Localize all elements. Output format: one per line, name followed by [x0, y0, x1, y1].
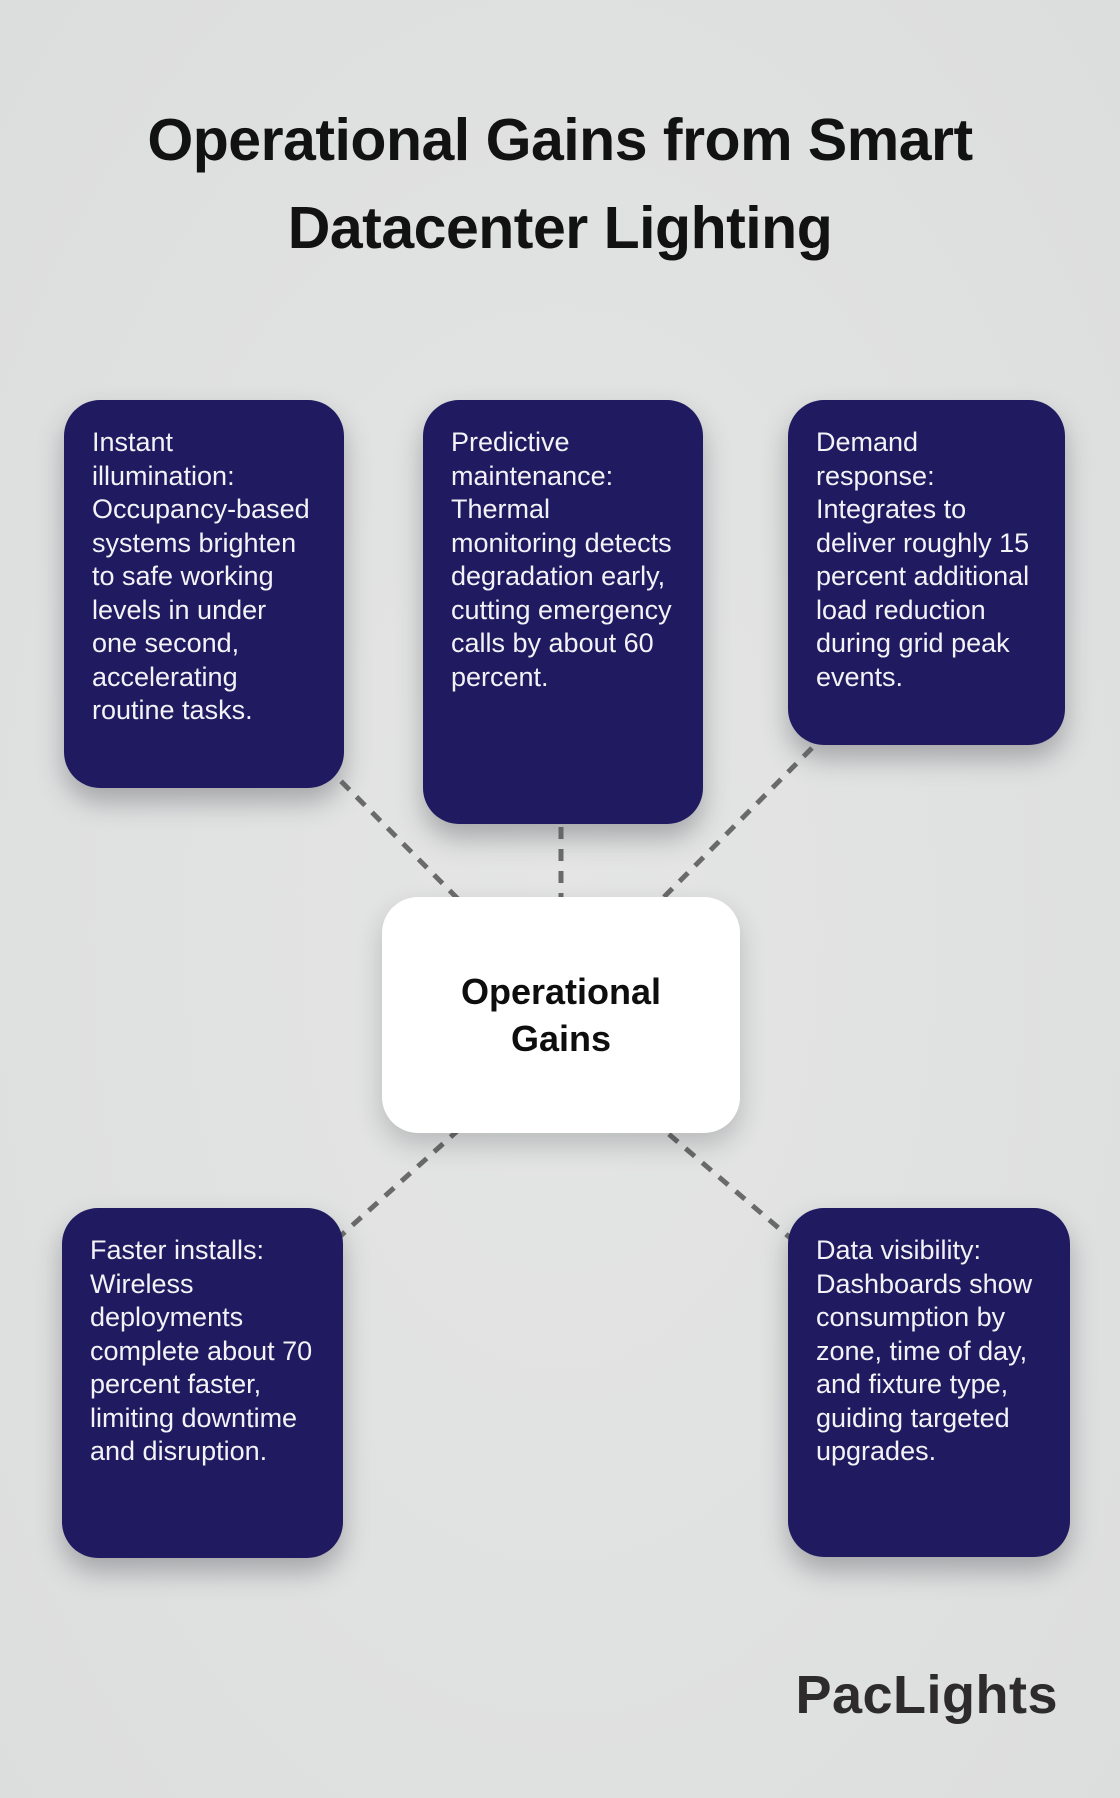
connector-bottom-right — [655, 1122, 797, 1244]
node-demand-response: Demand response: Integrates to deliver r… — [788, 400, 1065, 745]
node-data-visibility: Data visibility: Dashboards show consump… — [788, 1208, 1070, 1557]
page-title: Operational Gains from Smart Datacenter … — [147, 107, 973, 261]
brand-logo: PacLights — [795, 1665, 1058, 1725]
node-faster-installs: Faster installs: Wireless deployments co… — [62, 1208, 343, 1558]
connector-bottom-left — [334, 1122, 467, 1242]
connector-top-right — [653, 746, 814, 908]
center-node-label: Operational Gains — [460, 971, 662, 1059]
node-predictive-maintenance: Predictive maintenance: Thermal monitori… — [423, 400, 703, 824]
center-node: Operational Gains — [382, 897, 740, 1133]
connector-top-left — [308, 748, 467, 908]
node-instant-illumination: Instant illumination: Occupancy-based sy… — [64, 400, 344, 788]
